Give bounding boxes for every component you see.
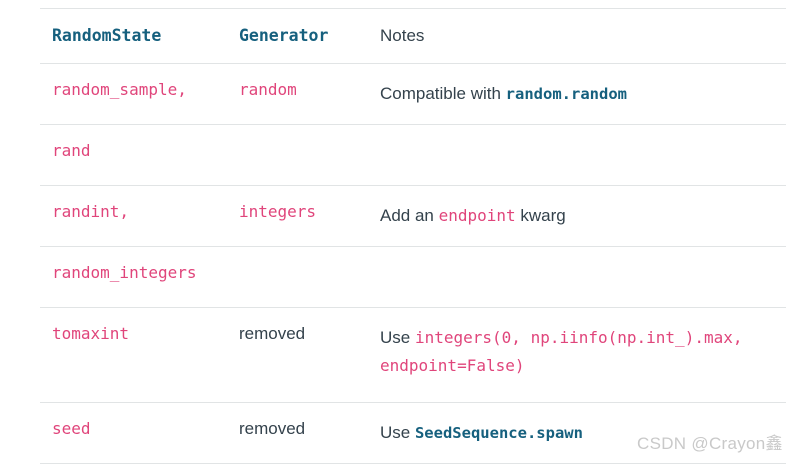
notes-cross-reference: random.random xyxy=(505,85,627,103)
cell-generator xyxy=(227,124,368,186)
generator-method-name: integers xyxy=(239,202,317,221)
cell-randomstate: rand xyxy=(40,124,227,186)
notes-literal: integers(0, np.iinfo(np.int_).max, endpo… xyxy=(380,328,753,375)
cell-randomstate: seed xyxy=(40,402,227,464)
table-row: tomaxint removed Use integers(0, np.iinf… xyxy=(40,307,786,403)
notes-text-prefix: Use xyxy=(380,423,415,442)
cell-randomstate: tomaxint xyxy=(40,307,227,403)
cell-notes: Use integers(0, np.iinfo(np.int_).max, e… xyxy=(368,307,786,403)
cell-notes xyxy=(368,246,786,308)
cell-notes: Add an endpoint kwarg xyxy=(368,185,786,247)
randomstate-method-name: random_integers xyxy=(52,263,197,282)
cell-generator: removed xyxy=(227,402,368,464)
table-header: RandomState Generator Notes xyxy=(40,8,786,64)
notes-text-prefix: Use xyxy=(380,328,415,347)
cell-randomstate: random_sample, xyxy=(40,63,227,125)
notes-text-suffix: kwarg xyxy=(515,206,566,225)
cell-notes xyxy=(368,124,786,186)
table-body: random_sample, random Compatible with ra… xyxy=(40,63,786,464)
table-header-row: RandomState Generator Notes xyxy=(40,8,786,64)
column-header-generator-label: Generator xyxy=(239,26,329,45)
cell-notes: Compatible with random.random xyxy=(368,63,786,125)
cell-randomstate: randint, xyxy=(40,185,227,247)
table-row: rand xyxy=(40,124,786,186)
cell-generator xyxy=(227,246,368,308)
randomstate-method-name: random_sample, xyxy=(52,80,187,99)
csdn-watermark: CSDN @Crayon鑫 xyxy=(637,434,783,453)
column-header-notes: Notes xyxy=(368,8,786,64)
notes-text-prefix: Add an xyxy=(380,206,439,225)
cell-generator: removed xyxy=(227,307,368,403)
notes-text-prefix: Compatible with xyxy=(380,84,506,103)
column-header-randomstate: RandomState xyxy=(40,8,227,64)
notes-cross-reference: SeedSequence.spawn xyxy=(414,424,583,442)
randomstate-method-name: randint, xyxy=(52,202,130,221)
table-row: random_sample, random Compatible with ra… xyxy=(40,63,786,125)
randomstate-method-name: tomaxint xyxy=(52,324,130,343)
table-row: random_integers xyxy=(40,246,786,308)
generator-method-name: random xyxy=(239,80,297,99)
generator-status: removed xyxy=(239,419,306,438)
randomstate-method-name: seed xyxy=(52,419,91,438)
cell-randomstate: random_integers xyxy=(40,246,227,308)
column-header-notes-label: Notes xyxy=(380,26,425,45)
table-row: randint, integers Add an endpoint kwarg xyxy=(40,185,786,247)
cell-generator: integers xyxy=(227,185,368,247)
column-header-generator: Generator xyxy=(227,8,368,64)
randomstate-generator-comparison-table: RandomState Generator Notes random_sampl… xyxy=(40,8,786,464)
cell-generator: random xyxy=(227,63,368,125)
notes-literal: endpoint xyxy=(438,206,516,225)
generator-status: removed xyxy=(239,324,306,343)
randomstate-method-name: rand xyxy=(52,141,91,160)
column-header-randomstate-label: RandomState xyxy=(52,26,162,45)
